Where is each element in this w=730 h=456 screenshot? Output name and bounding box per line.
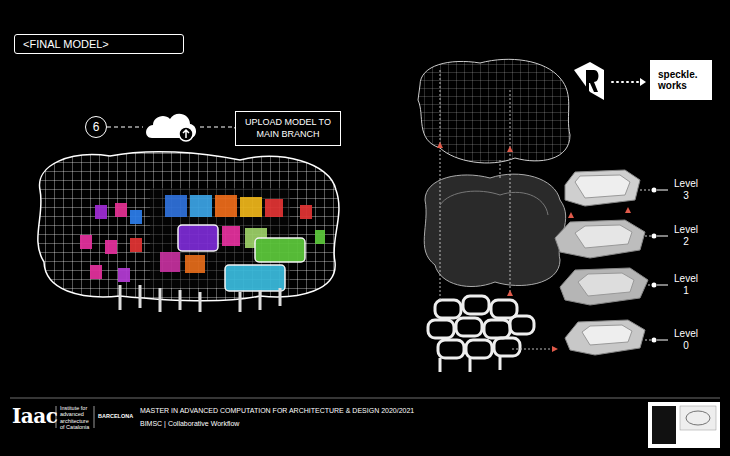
node-text-group: 6 [93, 120, 100, 134]
dashed-connector [107, 127, 235, 129]
title: <FINAL MODEL> [23, 38, 109, 50]
level-label: Level 2 [672, 224, 700, 248]
slide-thumbnail [648, 402, 720, 448]
node-text-group: speckle. works [658, 69, 704, 91]
course-subtitle: BIMSC | Collaborative Workflow [140, 420, 239, 427]
level-slabs [555, 170, 648, 355]
building-model [30, 140, 350, 312]
level-ticks [657, 190, 668, 340]
level-label: Level 0 [672, 328, 700, 352]
logo-wordmark: Iaac [12, 404, 57, 428]
level-label: Level 3 [672, 178, 700, 202]
revit-logo [574, 62, 604, 100]
roof-wireframe [410, 50, 580, 175]
level-dots [652, 188, 657, 343]
upload-step-box: UPLOAD MODEL TO MAIN BRANCH [235, 111, 341, 146]
node-label: 6 [93, 120, 100, 134]
node-text-group: UPLOAD MODEL TO MAIN BRANCH [241, 117, 335, 140]
city-label: BARCELONA [98, 413, 133, 419]
step-number-circle: 6 [85, 116, 107, 138]
footer-rule [10, 398, 720, 399]
glass-envelope [424, 174, 565, 286]
guide-lines [440, 70, 510, 300]
institute-name: Institute for advanced architecture of C… [60, 405, 92, 430]
cloud-icon [146, 114, 196, 141]
node-label: UPLOAD MODEL TO MAIN BRANCH [241, 117, 335, 140]
speckle-logo-box: speckle. works [650, 60, 712, 100]
dotted-arrow [612, 78, 646, 86]
level-leaders [640, 190, 652, 340]
level-label: Level 1 [672, 273, 700, 297]
title-box: <FINAL MODEL> [14, 34, 184, 54]
structure-lattice [428, 296, 534, 372]
node-label: speckle. works [658, 69, 704, 91]
course-title: MASTER IN ADVANCED COMPUTATION FOR ARCHI… [140, 407, 414, 414]
guide-lines [512, 349, 552, 350]
